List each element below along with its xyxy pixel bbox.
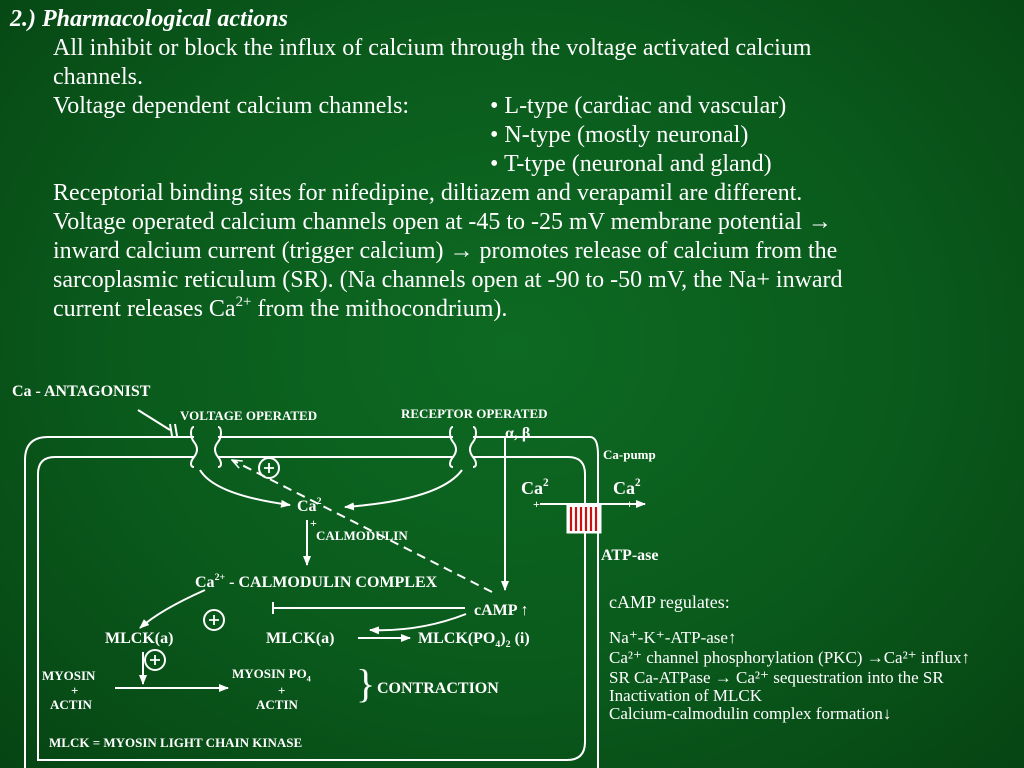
camp-regulates-title: cAMP regulates: <box>609 592 730 612</box>
ca-inside-plus: + <box>533 497 540 511</box>
receptor-operated-label: RECEPTOR OPERATED <box>401 406 548 421</box>
calcium-line-3: sarcoplasmic reticulum (SR). (Na channel… <box>53 267 843 293</box>
calcium-line-2: inward calcium current (trigger calcium)… <box>53 238 838 264</box>
ca-antagonist-label: Ca - ANTAGONIST <box>12 383 151 400</box>
calcium-line-4: current releases Ca2+ from the mithocond… <box>53 293 508 322</box>
channel-type-t: • T-type (neuronal and gland) <box>490 151 772 177</box>
mlck-footnote: MLCK = MYOSIN LIGHT CHAIN KINASE <box>49 735 303 750</box>
myosin-plus: + <box>71 683 79 698</box>
ca-inside-label: Ca2 <box>521 476 549 498</box>
camp-effect-5: Calcium-calmodulin complex formation↓ <box>609 704 892 723</box>
channel-type-l: • L-type (cardiac and vascular) <box>490 93 787 119</box>
receptor-channel <box>449 426 477 468</box>
camp-label: cAMP ↑ <box>474 602 529 619</box>
ca-outside-label: Ca2 <box>613 476 641 498</box>
ca-center-plus: + <box>310 516 317 530</box>
mlck-active-left: MLCK(a) <box>105 630 174 647</box>
contraction-label: CONTRACTION <box>377 680 499 697</box>
myosin-po4-plus: + <box>278 683 286 698</box>
atp-ase-label: ATP-ase <box>601 547 659 564</box>
myosin-po4-label: MYOSIN PO4 <box>232 666 311 684</box>
camp-effect-1: Na⁺-K⁺-ATP-ase↑ <box>609 628 737 647</box>
calcium-line-1: Voltage operated calcium channels open a… <box>53 209 832 235</box>
binding-sites-text: Receptorial binding sites for nifedipine… <box>53 180 803 206</box>
intro-line-1: All inhibit or block the influx of calci… <box>53 35 812 61</box>
ca-center-label: Ca2 <box>297 495 322 515</box>
camp-effect-2: Ca²⁺ channel phosphorylation (PKC) →Ca²⁺… <box>609 648 971 667</box>
alpha-beta-label: α, β <box>505 425 531 442</box>
camp-effect-4: Inactivation of MLCK <box>609 686 762 705</box>
ca-outside-plus: + <box>626 497 633 511</box>
channel-type-n: • N-type (mostly neuronal) <box>490 122 749 148</box>
channels-label: Voltage dependent calcium channels: <box>53 93 410 119</box>
ca-pump-label: Ca-pump <box>603 447 656 462</box>
calmodulin-label: CALMODULIN <box>316 528 408 543</box>
actin-label: ACTIN <box>50 697 92 712</box>
mlck-active-right: MLCK(a) <box>266 630 335 647</box>
outer-membrane <box>24 436 599 768</box>
slide-heading: 2.) Pharmacological actions <box>10 6 288 32</box>
inner-membrane <box>37 456 586 761</box>
intro-line-2: channels. <box>53 64 143 90</box>
calmodulin-complex-label: Ca2+ - CALMODULIN COMPLEX <box>195 571 438 591</box>
camp-effect-3: SR Ca-ATPase → Ca²⁺ sequestration into t… <box>609 668 944 687</box>
actin-2-label: ACTIN <box>256 697 298 712</box>
contraction-brace: } <box>356 661 376 706</box>
myosin-label: MYOSIN <box>42 668 96 683</box>
mlck-po4-label: MLCK(PO4)2 (i) <box>418 630 530 651</box>
voltage-channel <box>190 426 222 468</box>
voltage-operated-label: VOLTAGE OPERATED <box>180 408 318 423</box>
